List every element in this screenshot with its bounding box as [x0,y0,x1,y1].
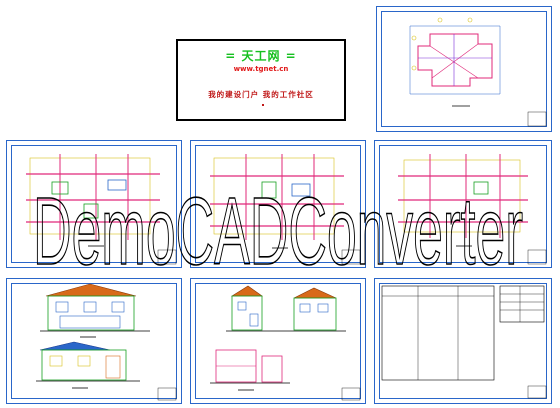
tgnet-logo-panel: = 天工网 = www.tgnet.cn 我的建设门户 我的工作社区 [176,39,346,121]
logo-url: www.tgnet.cn [233,65,289,73]
logo-title: = 天工网 = [225,49,297,63]
logo-slogan: 我的建设门户 我的工作社区 [208,90,314,99]
front-elevation-drawing [36,283,177,401]
side-elevation-drawing [210,285,361,401]
third-floor-plan-drawing [398,154,547,265]
sheet-third-floor-plan[interactable] [374,140,552,268]
first-floor-plan-drawing [26,154,177,265]
watermark: DemoCADConverter [32,177,524,286]
watermark-text: DemoCADConverter [33,178,523,285]
sheet-first-floor-plan[interactable] [6,140,182,268]
sheet-elevations-front[interactable] [6,278,182,404]
second-floor-plan-drawing [210,154,361,265]
logo-dot [262,104,264,106]
roof-plan-drawing [409,17,547,127]
sheet-notes-tables[interactable] [374,278,552,404]
notes-tables-drawing [381,285,547,399]
